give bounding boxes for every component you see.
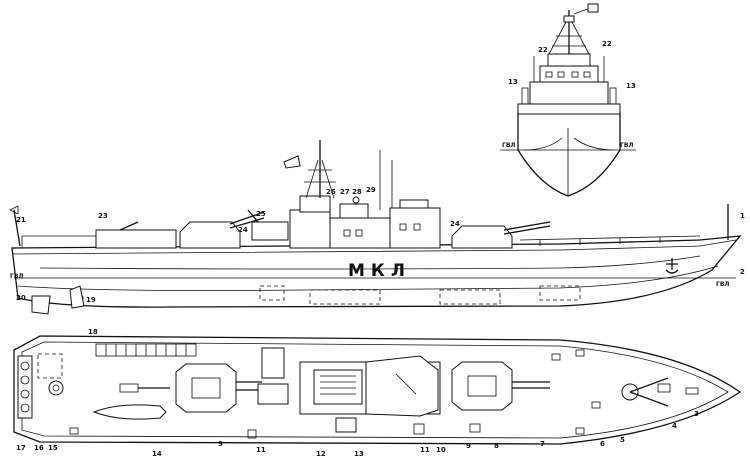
callout-2: 2 bbox=[740, 268, 745, 276]
callout-3: 3 bbox=[694, 410, 699, 418]
callout-7: 7 bbox=[540, 440, 545, 448]
callout-15: 15 bbox=[48, 444, 58, 452]
callout-13-left: 13 bbox=[508, 78, 518, 86]
side-waterline-bow-label: ГВЛ bbox=[716, 281, 729, 288]
callout-29: 29 bbox=[366, 186, 376, 194]
callout-13: 13 bbox=[354, 450, 364, 458]
callout-28: 28 bbox=[352, 188, 362, 196]
callout-12: 12 bbox=[316, 450, 326, 458]
callout-24-forward: 24 bbox=[238, 226, 248, 234]
callout-17: 17 bbox=[16, 444, 26, 452]
callout-6: 6 bbox=[600, 440, 605, 448]
callout-26: 26 bbox=[326, 188, 336, 196]
callout-10: 10 bbox=[436, 446, 446, 454]
plan-view: 3 4 5 6 7 8 9 10 11 12 13 14 15 16 17 18… bbox=[13, 328, 742, 458]
callout-4: 4 bbox=[672, 422, 677, 430]
callout-5: 5 bbox=[620, 436, 625, 444]
callout-22-left: 22 bbox=[538, 46, 548, 54]
callout-11-forward: 11 bbox=[420, 446, 430, 454]
callout-18: 18 bbox=[88, 328, 98, 336]
side-waterline-stern-label: ГВЛ bbox=[10, 273, 23, 280]
callout-19: 19 bbox=[86, 296, 96, 304]
callout-13-right: 13 bbox=[626, 82, 636, 90]
callout-9-aft: 9 bbox=[218, 440, 223, 448]
callout-14: 14 bbox=[152, 450, 162, 458]
callout-23: 23 bbox=[98, 212, 108, 220]
callout-27: 27 bbox=[340, 188, 350, 196]
hull-marking: МКЛ bbox=[348, 261, 411, 281]
callout-8: 8 bbox=[494, 442, 499, 450]
callout-11-aft: 11 bbox=[256, 446, 266, 454]
callout-22-right: 22 bbox=[602, 40, 612, 48]
callout-21: 21 bbox=[16, 216, 26, 224]
callout-9-forward: 9 bbox=[466, 442, 471, 450]
callout-25: 25 bbox=[256, 210, 266, 218]
front-waterline-right-label: ГВЛ bbox=[620, 142, 633, 149]
callout-16: 16 bbox=[34, 444, 44, 452]
callout-1: 1 bbox=[740, 212, 745, 220]
front-waterline-left-label: ГВЛ bbox=[502, 142, 515, 149]
side-view: МКЛ ГВЛ ГВЛ 1 2 19 20 21 23 24 25 26 27 … bbox=[9, 140, 745, 315]
front-view: ГВЛ ГВЛ 22 22 13 13 bbox=[500, 3, 636, 197]
callout-20: 20 bbox=[16, 294, 26, 302]
callout-24-aft: 24 bbox=[450, 220, 460, 228]
